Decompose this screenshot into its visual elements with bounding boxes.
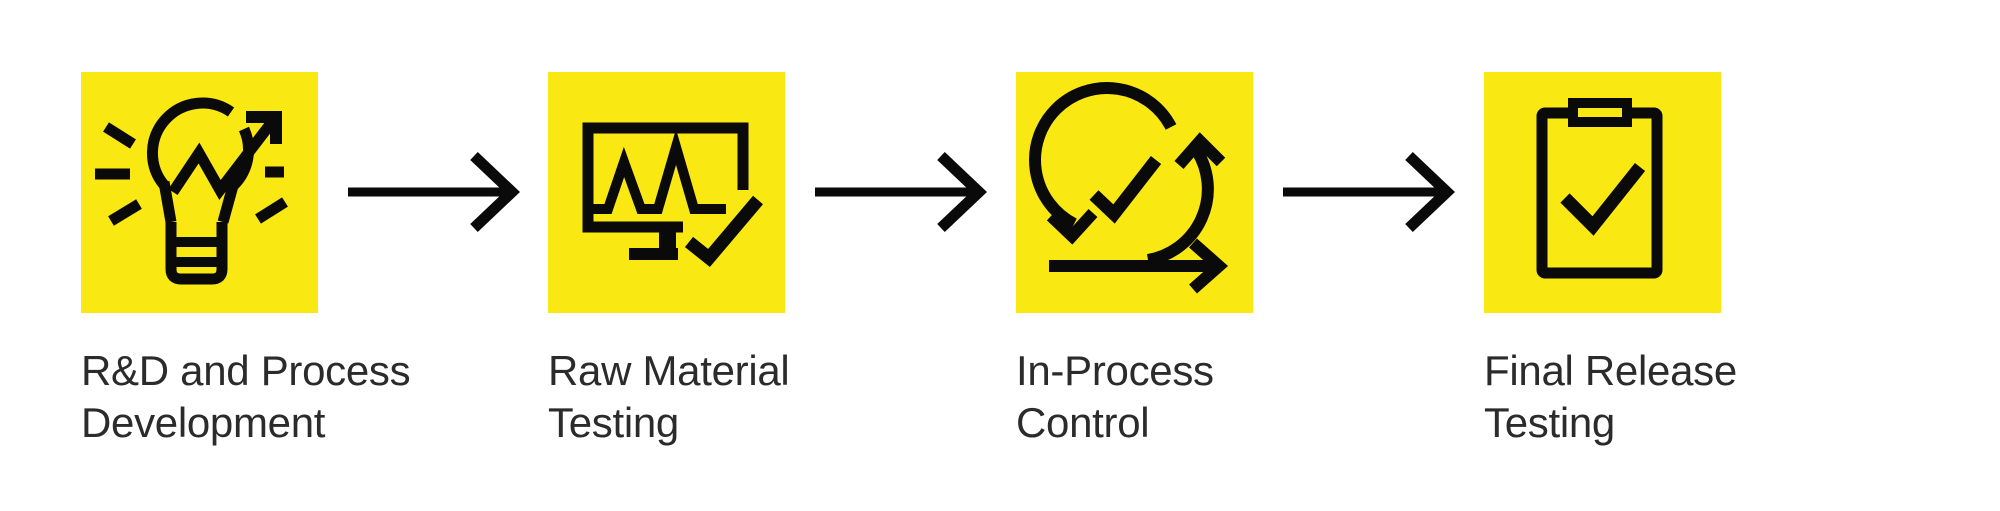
step-label: In-Process Control — [1016, 347, 1214, 446]
arrow-right-icon — [348, 152, 520, 232]
monitor-waveform-check-icon — [582, 122, 763, 268]
step-tile — [548, 72, 785, 313]
step-tile — [81, 72, 318, 313]
flow-step-final-release-testing: Final Release Testing — [1484, 0, 1944, 511]
flow-step-raw-material-testing: Raw Material Testing — [548, 0, 1008, 511]
step-tile — [1484, 72, 1721, 313]
step-label: R&D and Process Development — [81, 347, 411, 446]
arrow-right-icon — [815, 152, 987, 232]
step-label: Raw Material Testing — [548, 347, 790, 446]
step-tile — [1016, 72, 1253, 313]
arrow-right-icon — [1283, 152, 1455, 232]
flow-step-rd-process-development: R&D and Process Development — [81, 0, 541, 511]
step-label: Final Release Testing — [1484, 347, 1737, 446]
idea-lightbulb-growth-icon — [95, 97, 288, 285]
flow-step-in-process-control: In-Process Control — [1016, 0, 1476, 511]
clipboard-check-icon — [1536, 98, 1663, 279]
cycle-arrows-check-icon — [1029, 82, 1229, 294]
